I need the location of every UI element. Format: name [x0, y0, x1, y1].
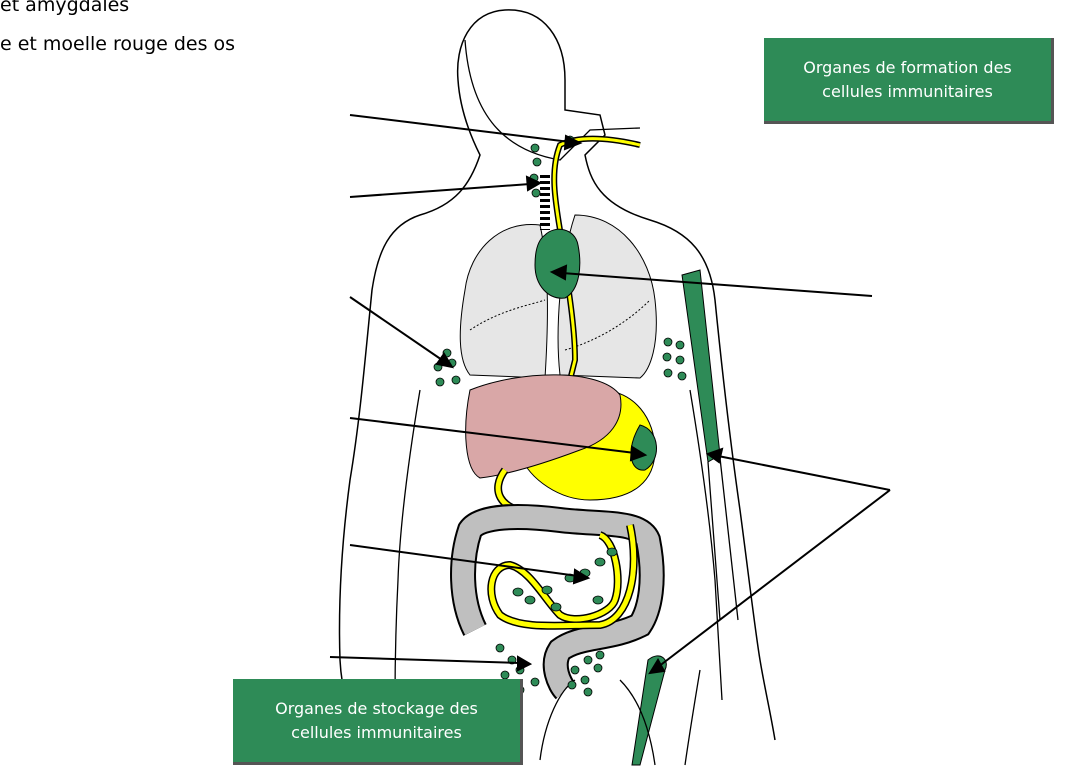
arrow-groin-nodes: [330, 657, 520, 663]
arrow-bone-leg: [658, 490, 890, 667]
legend-formation-line2: cellules immunitaires: [822, 80, 993, 104]
legend-storage-line1: Organes de stockage des: [275, 697, 478, 721]
lymph-nodes-armpit-right: [663, 338, 686, 380]
lymph-nodes-armpit-left: [434, 349, 460, 386]
arrow-tonsils: [350, 115, 570, 142]
legend-formation-box: Organes de formation des cellules immuni…: [764, 38, 1054, 124]
forearm-bones: [708, 458, 738, 620]
legend-formation-line1: Organes de formation des: [803, 56, 1012, 80]
legend-storage-box: Organes de stockage des cellules immunit…: [233, 679, 523, 765]
legend-storage-line2: cellules immunitaires: [291, 721, 462, 745]
left-arm-inner: [395, 390, 420, 700]
left-lung: [460, 224, 547, 378]
arrow-bone-arm: [718, 456, 890, 490]
small-intestine: [491, 525, 633, 626]
small-intestine-fill: [491, 525, 633, 626]
thymus: [535, 229, 580, 298]
arrow-armpit-nodes: [350, 297, 445, 362]
arrow-neck-nodes: [350, 184, 530, 197]
